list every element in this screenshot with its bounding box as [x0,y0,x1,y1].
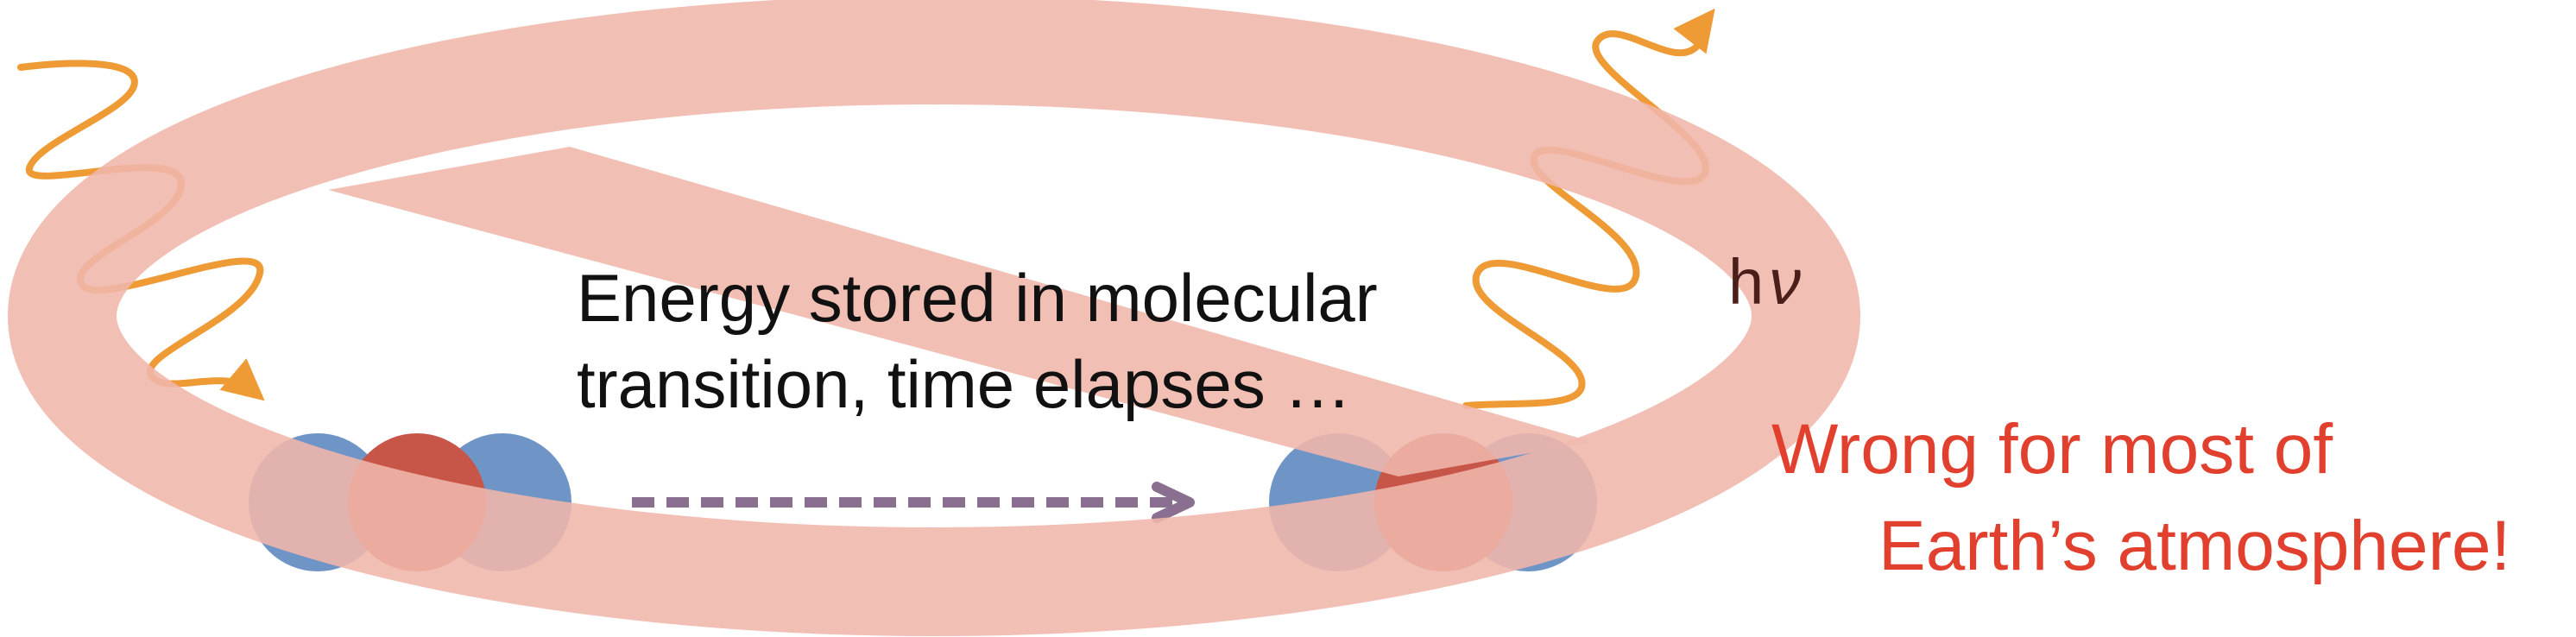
photon-energy-label: hν [1728,246,1801,318]
caption-line-2: transition, time elapses … [577,346,1351,422]
frequency-symbol: ν [1769,246,1801,318]
time-elapse-arrow [632,482,1195,523]
planck-symbol: h [1728,246,1764,318]
warning-line-2: Earth’s atmosphere! [1878,507,2510,585]
strike-through-ring [8,0,1860,636]
warning-line-1: Wrong for most of [1771,410,2333,489]
caption-line-1: Energy stored in molecular [577,260,1378,336]
